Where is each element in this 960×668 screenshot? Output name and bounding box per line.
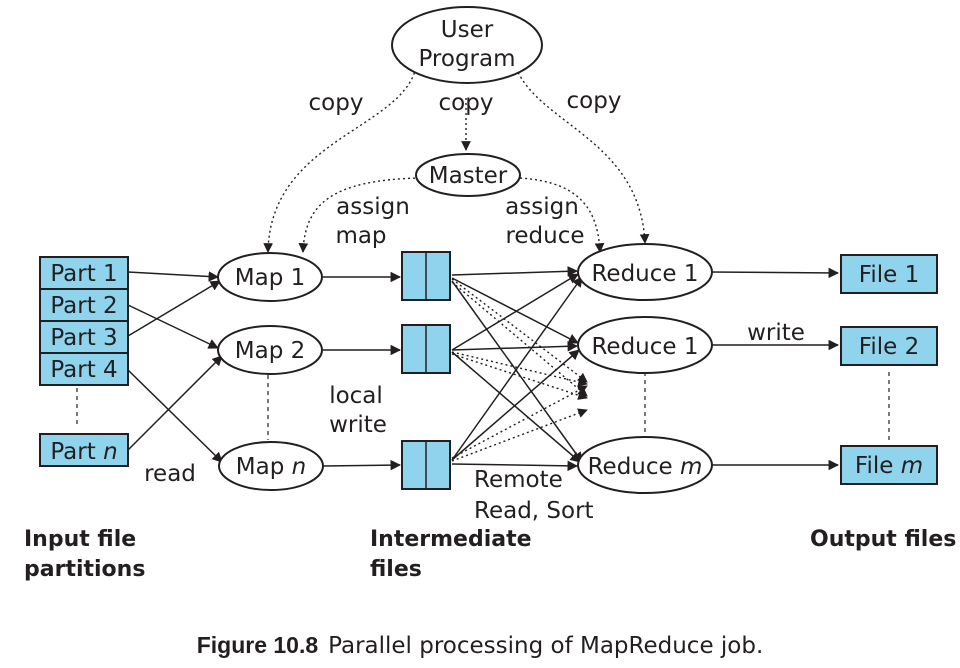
part-4-label: Part 4 [50, 357, 117, 383]
part-2-box [39, 288, 129, 322]
reduce-1-label: Reduce 1 [591, 261, 698, 287]
reduce-m-prefix: Reduce [588, 454, 680, 480]
master-node: Master [415, 153, 521, 197]
intermediate-section-line2: files [370, 557, 422, 582]
intermediate-section-line1: Intermediate [370, 527, 532, 552]
file-m-label: File m [855, 453, 923, 479]
map-1-label: Map 1 [235, 265, 305, 291]
reduce-2-oval [577, 316, 713, 374]
dotted-i3-a [451, 385, 588, 459]
part-n-var: n [103, 439, 118, 465]
arrow-i3-rm [451, 460, 579, 472]
arrow-mapn-int3 [322, 459, 402, 471]
reduce-1-oval [577, 243, 713, 301]
arrow-r1-file1 [709, 267, 840, 279]
reduce-m-var: m [680, 454, 702, 480]
map-2-label: Map 2 [235, 338, 305, 364]
part-1-label: Part 1 [50, 261, 117, 287]
input-section-line1: Input file [24, 527, 136, 552]
dotted-i1-a [451, 278, 588, 383]
file-2-box [840, 326, 938, 366]
file-2-label: File 2 [859, 334, 919, 360]
write-label: write [747, 320, 805, 346]
assign-map-line1: assign [336, 194, 410, 220]
map-n-prefix: Map [236, 454, 292, 480]
arrow-i3-r1 [451, 276, 583, 461]
local-write-line2: write [329, 412, 387, 438]
arrow-part2-map2 [127, 304, 219, 349]
arrow-part4-mapn [127, 369, 223, 463]
part-4-box [39, 352, 129, 386]
read-label: read [144, 461, 196, 487]
assign-map-arrow [298, 177, 421, 253]
assign-reduce-line1: assign [505, 194, 579, 220]
arrow-part1-map1 [127, 271, 220, 282]
file-m-var: m [901, 453, 923, 479]
arrow-i1-rm [451, 280, 583, 463]
caption-number: Figure 10.8 [197, 632, 319, 658]
assign-reduce-line2: reduce [505, 223, 584, 249]
map-n-var: n [292, 454, 307, 480]
part-2-label: Part 2 [50, 293, 117, 319]
part-n-prefix: Part [50, 439, 103, 465]
reduce-m-oval [577, 436, 713, 494]
part-n-box [39, 433, 129, 467]
remote-read-line1: Remote [474, 467, 563, 493]
data-arrows [127, 266, 840, 472]
part-1-box [39, 256, 129, 290]
input-partitions: Part 1 Part 2 Part 3 Part 4 Part n [39, 256, 129, 467]
input-section-line2: partitions [24, 557, 145, 582]
intermediate-files [401, 251, 451, 490]
dotted-i3-b [451, 408, 588, 462]
master-label: Master [429, 163, 508, 189]
dotted-i2-a [451, 351, 588, 387]
assign-map-line2: map [335, 223, 386, 249]
user-program-line1: User [441, 17, 494, 43]
reduce-workers: Reduce 1 Reduce 1 Reduce m [577, 243, 713, 494]
user-program-node: User Program [391, 6, 543, 84]
copy-label-right: copy [567, 88, 622, 114]
caption-text: Parallel processing of MapReduce job. [328, 633, 763, 659]
file-m-prefix: File [855, 453, 901, 479]
copy-arrow-right [515, 67, 650, 244]
reduce-2-label: Reduce 1 [591, 334, 698, 360]
arrow-i2-r2 [451, 341, 579, 352]
ellipsis-lines [76, 372, 890, 440]
part-3-label: Part 3 [50, 325, 117, 351]
arrow-i1-r1 [451, 266, 579, 277]
arrow-i1-r2 [451, 277, 579, 344]
reduce-m-label: Reduce m [588, 454, 703, 480]
arrow-part3-map1 [127, 280, 221, 337]
arrow-i3-r2 [451, 349, 580, 461]
file-m-box [840, 445, 938, 485]
output-files: File 1 File 2 File m [840, 254, 938, 485]
file-1-label: File 1 [859, 262, 919, 288]
dotted-i2-b [451, 353, 588, 400]
arrow-i2-r1 [451, 273, 579, 351]
assign-reduce-arrow [519, 177, 605, 253]
master-oval [415, 153, 521, 197]
user-program-oval [391, 6, 543, 84]
control-arrows [263, 67, 650, 253]
arrow-i2-rm [451, 351, 581, 463]
copy-label-left: copy [309, 90, 364, 116]
map-n-oval [218, 441, 324, 491]
part-3-box [39, 320, 129, 354]
user-program-line2: Program [418, 46, 515, 72]
remote-read-line2: Read, Sort [474, 498, 594, 524]
arrow-partn-map2 [127, 355, 223, 451]
copy-label-center: copy [439, 90, 494, 116]
map-workers: Map 1 Map 2 Map n [217, 252, 324, 491]
map-2-oval [217, 325, 323, 375]
local-write-line1: local [329, 383, 383, 409]
figure-caption: Figure 10.8 Parallel processing of MapRed… [197, 632, 764, 659]
file-1-box [840, 254, 938, 294]
copy-arrow-left [263, 67, 417, 253]
map-1-oval [217, 252, 323, 302]
map-n-label: Map n [236, 454, 306, 480]
output-section-label: Output files [810, 527, 956, 552]
part-n-label: Part n [50, 439, 117, 465]
